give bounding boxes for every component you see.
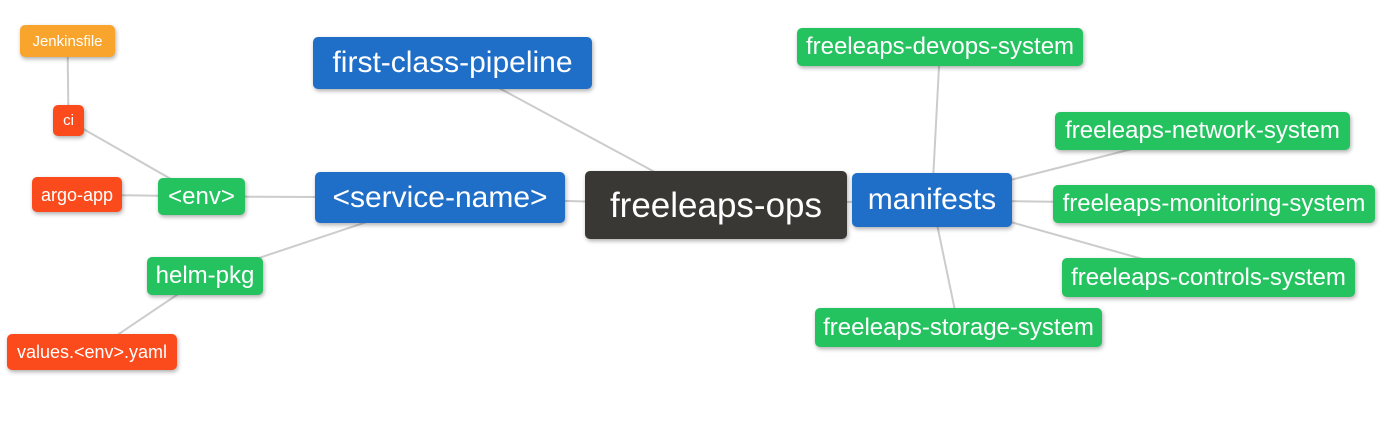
node-values-env-yaml[interactable]: values.<env>.yaml — [7, 334, 177, 370]
node-helm-pkg[interactable]: helm-pkg — [147, 257, 263, 295]
node-freeleaps-storage-system[interactable]: freeleaps-storage-system — [815, 308, 1102, 347]
node-freeleaps-controls-system[interactable]: freeleaps-controls-system — [1062, 258, 1355, 297]
node-service-name[interactable]: <service-name> — [315, 172, 565, 223]
node-ci[interactable]: ci — [53, 105, 84, 136]
node-first-class-pipeline[interactable]: first-class-pipeline — [313, 37, 592, 89]
node-env[interactable]: <env> — [158, 178, 245, 215]
node-freeleaps-network-system[interactable]: freeleaps-network-system — [1055, 112, 1350, 150]
node-freeleaps-devops-system[interactable]: freeleaps-devops-system — [797, 28, 1083, 66]
node-freeleaps-monitoring-system[interactable]: freeleaps-monitoring-system — [1053, 185, 1375, 223]
node-jenkinsfile[interactable]: Jenkinsfile — [20, 25, 115, 57]
node-argo-app[interactable]: argo-app — [32, 177, 122, 212]
node-freeleaps-ops[interactable]: freeleaps-ops — [585, 171, 847, 239]
node-manifests[interactable]: manifests — [852, 173, 1012, 227]
